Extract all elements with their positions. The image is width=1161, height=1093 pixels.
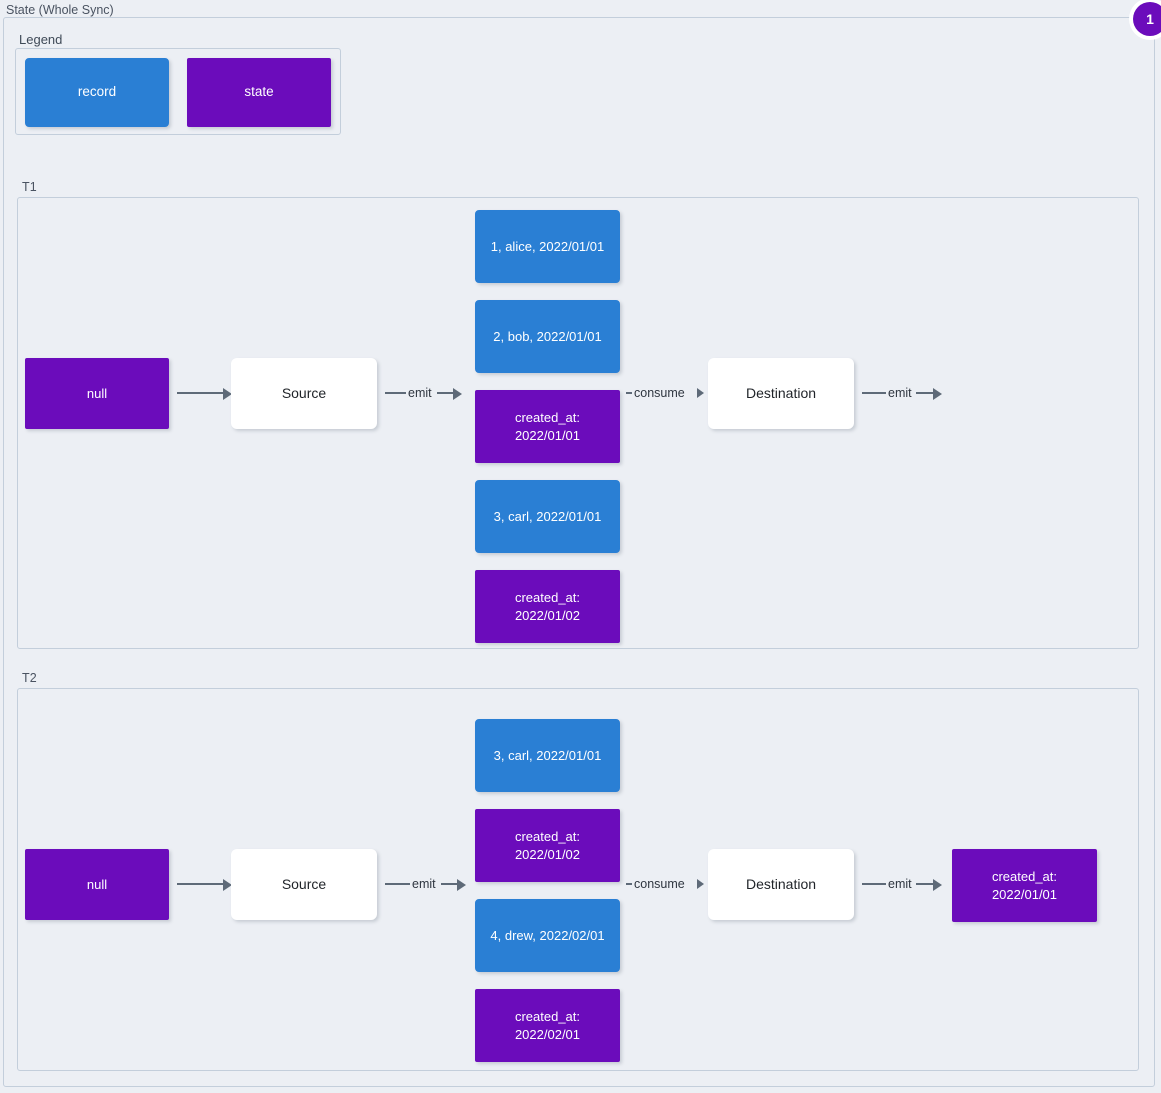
legend-swatch-record[interactable]: record [25,58,169,127]
legend-label: Legend [19,32,63,47]
t1-arrowhead-source [223,388,232,400]
t2-initial-state-node[interactable]: null [25,849,169,920]
t2-node-3[interactable]: created_at: 2022/02/01 [475,989,620,1062]
t2-out-emit-label: emit [886,877,914,891]
t2-source-node[interactable]: Source [231,849,377,920]
t1-node-3[interactable]: 3, carl, 2022/01/01 [475,480,620,553]
t1-arrowhead-out-emit [933,388,942,400]
t1-consume-label: consume [632,386,687,400]
t1-edge-emit-right [437,392,459,394]
legend-swatch-state[interactable]: state [187,58,331,127]
t2-edge-out-emit-right [916,883,938,885]
step-badge[interactable]: 1 [1133,2,1161,36]
t2-edge-consume-left [626,883,636,885]
t1-emit-label: emit [406,386,434,400]
t2-arrowhead-consume [697,879,704,889]
t1-node-2[interactable]: created_at: 2022/01/01 [475,390,620,463]
t2-arrowhead-source [223,879,232,891]
t1-node-4[interactable]: created_at: 2022/01/02 [475,570,620,643]
t2-node-0[interactable]: 3, carl, 2022/01/01 [475,719,620,792]
t2-node-2[interactable]: 4, drew, 2022/02/01 [475,899,620,972]
t2-edge-emit-right [441,883,463,885]
t2-node-1[interactable]: created_at: 2022/01/02 [475,809,620,882]
t2-consume-label: consume [632,877,687,891]
t1-source-node[interactable]: Source [231,358,377,429]
section-label-t2: T2 [22,671,37,685]
t2-arrowhead-emit [457,879,466,891]
t1-out-emit-label: emit [886,386,914,400]
t1-destination-node[interactable]: Destination [708,358,854,429]
t1-edge-out-emit-left [862,392,888,394]
t2-edge-out-emit-left [862,883,888,885]
t2-output-state-node[interactable]: created_at: 2022/01/01 [952,849,1097,922]
t2-emit-label: emit [410,877,438,891]
t1-arrowhead-consume [697,388,704,398]
t1-initial-state-node[interactable]: null [25,358,169,429]
t1-node-0[interactable]: 1, alice, 2022/01/01 [475,210,620,283]
t1-edge-emit-left [385,392,411,394]
section-label-t1: T1 [22,180,37,194]
t1-edge-out-emit-right [916,392,938,394]
t1-arrowhead-emit [453,388,462,400]
t1-edge-consume-left [626,392,636,394]
diagram-title: State (Whole Sync) [6,3,114,17]
t1-edge-state-to-source [177,392,229,394]
t2-destination-node[interactable]: Destination [708,849,854,920]
t1-node-1[interactable]: 2, bob, 2022/01/01 [475,300,620,373]
t2-edge-emit-left [385,883,411,885]
t2-arrowhead-out-emit [933,879,942,891]
t2-edge-state-to-source [177,883,229,885]
